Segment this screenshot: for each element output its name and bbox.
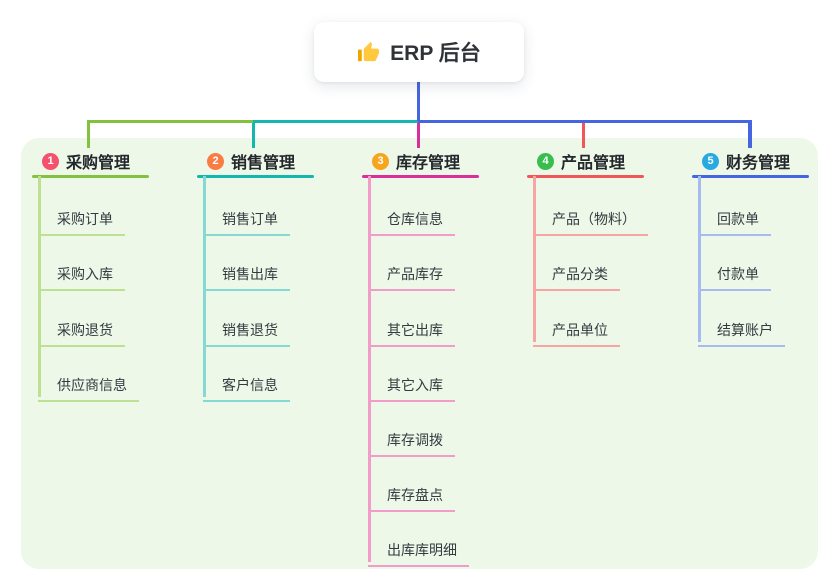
root-node[interactable]: ERP 后台 — [314, 22, 524, 82]
branch-node-product[interactable]: 4 产品管理 — [537, 149, 625, 173]
child-node[interactable]: 产品分类 — [533, 260, 620, 291]
child-node[interactable]: 回款单 — [698, 205, 771, 236]
branch-child-rail — [698, 176, 701, 342]
child-node[interactable]: 销售出库 — [203, 260, 290, 291]
branch-1-drop-line — [86, 119, 90, 148]
child-node[interactable]: 销售退货 — [203, 316, 290, 347]
child-node[interactable]: 产品单位 — [533, 316, 620, 347]
branch-number-badge: 5 — [702, 152, 719, 170]
mindmap-background-panel — [21, 138, 818, 569]
child-node[interactable]: 其它出库 — [368, 316, 455, 347]
branch-child-rail — [368, 176, 371, 562]
child-node[interactable]: 产品库存 — [368, 260, 455, 291]
child-node[interactable]: 结算账户 — [698, 316, 785, 347]
branch-4-drop-line — [581, 119, 585, 148]
branch-number-badge: 1 — [42, 152, 59, 170]
child-node[interactable]: 采购入库 — [38, 260, 125, 291]
branch-child-rail — [38, 176, 41, 397]
bus-line-blue — [418, 119, 752, 123]
child-node[interactable]: 出库库明细 — [368, 536, 469, 567]
child-node[interactable]: 库存调拨 — [368, 426, 455, 457]
branch-2-drop-line — [251, 119, 255, 148]
branch-label: 库存管理 — [396, 155, 461, 172]
branch-node-purchase[interactable]: 1 采购管理 — [42, 149, 130, 173]
root-connector-line — [416, 82, 420, 121]
branch-label: 销售管理 — [231, 155, 296, 172]
child-node[interactable]: 产品（物料） — [533, 205, 648, 236]
branch-label: 产品管理 — [561, 155, 626, 172]
child-node[interactable]: 库存盘点 — [368, 481, 455, 512]
branch-underline — [32, 174, 149, 178]
branch-node-inventory[interactable]: 3 库存管理 — [372, 149, 460, 173]
child-node[interactable]: 采购退货 — [38, 316, 125, 347]
branch-number-badge: 4 — [537, 152, 554, 170]
branch-3-drop-line — [416, 119, 420, 148]
branch-label: 财务管理 — [726, 155, 791, 172]
child-node[interactable]: 采购订单 — [38, 205, 125, 236]
child-node[interactable]: 供应商信息 — [38, 371, 139, 402]
thumbs-up-icon — [358, 41, 380, 61]
root-node-label: ERP 后台 — [390, 42, 481, 65]
branch-underline — [197, 174, 314, 178]
branch-child-rail — [203, 176, 206, 397]
branch-underline — [362, 174, 479, 178]
branch-underline — [527, 174, 644, 178]
child-node[interactable]: 其它入库 — [368, 371, 455, 402]
branch-node-finance[interactable]: 5 财务管理 — [702, 149, 790, 173]
child-node[interactable]: 客户信息 — [203, 371, 290, 402]
branch-label: 采购管理 — [66, 155, 131, 172]
child-node[interactable]: 付款单 — [698, 260, 771, 291]
branch-5-drop-line — [748, 119, 752, 148]
branch-number-badge: 3 — [372, 152, 389, 170]
branch-number-badge: 2 — [207, 152, 224, 170]
child-node[interactable]: 销售订单 — [203, 205, 290, 236]
child-node[interactable]: 仓库信息 — [368, 205, 455, 236]
branch-node-sales[interactable]: 2 销售管理 — [207, 149, 295, 173]
bus-line-teal — [253, 119, 418, 123]
branch-child-rail — [533, 176, 536, 342]
branch-underline — [692, 174, 809, 178]
bus-line-green — [86, 119, 253, 123]
